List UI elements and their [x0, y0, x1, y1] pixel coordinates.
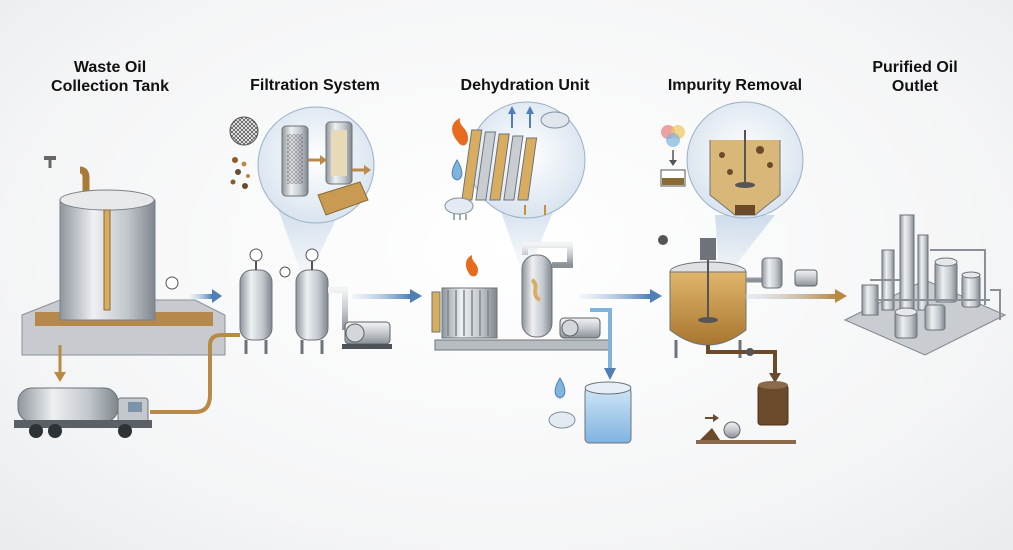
flow-arrow-2 — [352, 289, 422, 303]
pressure-gauge-icon — [249, 248, 263, 262]
pressure-gauge-icon — [305, 248, 319, 262]
sludge-drain-line — [706, 345, 777, 375]
vapor-cloud-icon — [444, 197, 474, 215]
dehydration-assembly — [431, 101, 632, 444]
sludge-pump — [723, 421, 741, 439]
mesh-filter-icon — [229, 116, 259, 146]
tanker-truck — [14, 387, 152, 438]
pressure-gauge-icon — [165, 276, 179, 290]
chemical-mix-icon — [661, 125, 685, 147]
storage-tank — [961, 274, 981, 308]
flow-arrow-1 — [190, 289, 222, 303]
agitator-motor — [700, 238, 716, 260]
valve-icon — [658, 235, 668, 245]
collection-tank-assembly — [14, 156, 240, 438]
stage-title-impurity-removal: Impurity Removal — [667, 77, 803, 94]
filtration-pump — [342, 321, 392, 349]
stage-title-collection-tank: Waste Oil Collection Tank — [30, 58, 190, 96]
stage-title-line: Outlet — [891, 78, 939, 95]
flow-arrow-3 — [580, 289, 662, 303]
flow-arrow-4 — [745, 289, 847, 303]
particles-icon — [230, 157, 250, 189]
valve-icon — [746, 348, 754, 356]
sediment-tray-icon — [317, 181, 369, 216]
sludge-tank — [757, 384, 789, 426]
water-drop-icon — [451, 159, 463, 181]
plate-heat-exchanger-icon — [461, 129, 538, 201]
filtration-zoom-bubble — [257, 106, 375, 224]
stage-title-line: Waste Oil — [73, 59, 147, 76]
stage-title-line: Collection Tank — [51, 78, 169, 95]
exchanger-frame — [431, 291, 441, 333]
water-drop-icon — [554, 377, 566, 399]
filter-vessel-2 — [295, 269, 329, 341]
oil-inlet-pipe — [79, 166, 90, 200]
flame-icon — [452, 118, 468, 146]
heater-flame-icon — [465, 255, 478, 277]
drain-arrow-icon — [54, 372, 66, 382]
stage-title-line: Purified Oil — [872, 59, 958, 76]
pressure-gauge-icon — [279, 266, 291, 278]
dehydration-pump — [559, 317, 601, 339]
skid-base — [434, 339, 611, 351]
filtration-assembly — [222, 106, 392, 354]
transfer-pump — [794, 269, 818, 287]
impurity-removal-assembly — [637, 101, 818, 444]
storage-tank — [934, 261, 958, 303]
reagent-tank — [761, 257, 783, 289]
tank-level-gauge — [103, 209, 111, 311]
vapor-cloud-icon — [548, 411, 576, 429]
refinery-plant — [843, 214, 1007, 356]
inlet-valve-handle — [44, 156, 56, 160]
water-collection-tank — [584, 387, 632, 444]
stage-title-purified-oil: Purified Oil Outlet — [840, 58, 990, 96]
stage-title-dehydration: Dehydration Unit — [460, 77, 590, 94]
vapor-cloud-icon — [540, 111, 570, 129]
agitator-blade-icon — [698, 317, 718, 323]
water-drain-line — [590, 308, 612, 370]
oil-transfer-line — [150, 333, 240, 414]
distillation-column — [899, 214, 915, 311]
tank-top — [59, 189, 155, 211]
filter-vessel-1 — [239, 269, 273, 341]
sludge-pile-icon — [700, 428, 720, 440]
stage-title-filtration: Filtration System — [250, 77, 380, 94]
